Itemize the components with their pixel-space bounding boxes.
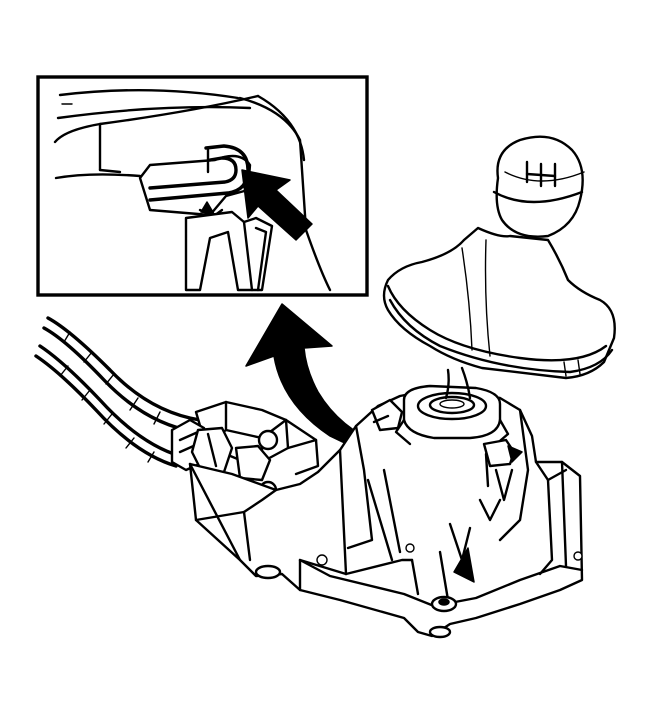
shifter-base-housing [188,366,584,639]
shift-pattern-icon [525,160,557,188]
detail-inset [36,75,369,297]
shift-boot [382,226,616,380]
detail-boot-housing [53,88,332,292]
shift-knob [492,135,585,238]
detail-pointer-arrow [241,169,313,241]
cable-end-fittings [170,400,320,500]
shift-cables [34,316,202,468]
detail-lever-base [184,210,274,292]
detail-retainer-clip [138,144,252,218]
